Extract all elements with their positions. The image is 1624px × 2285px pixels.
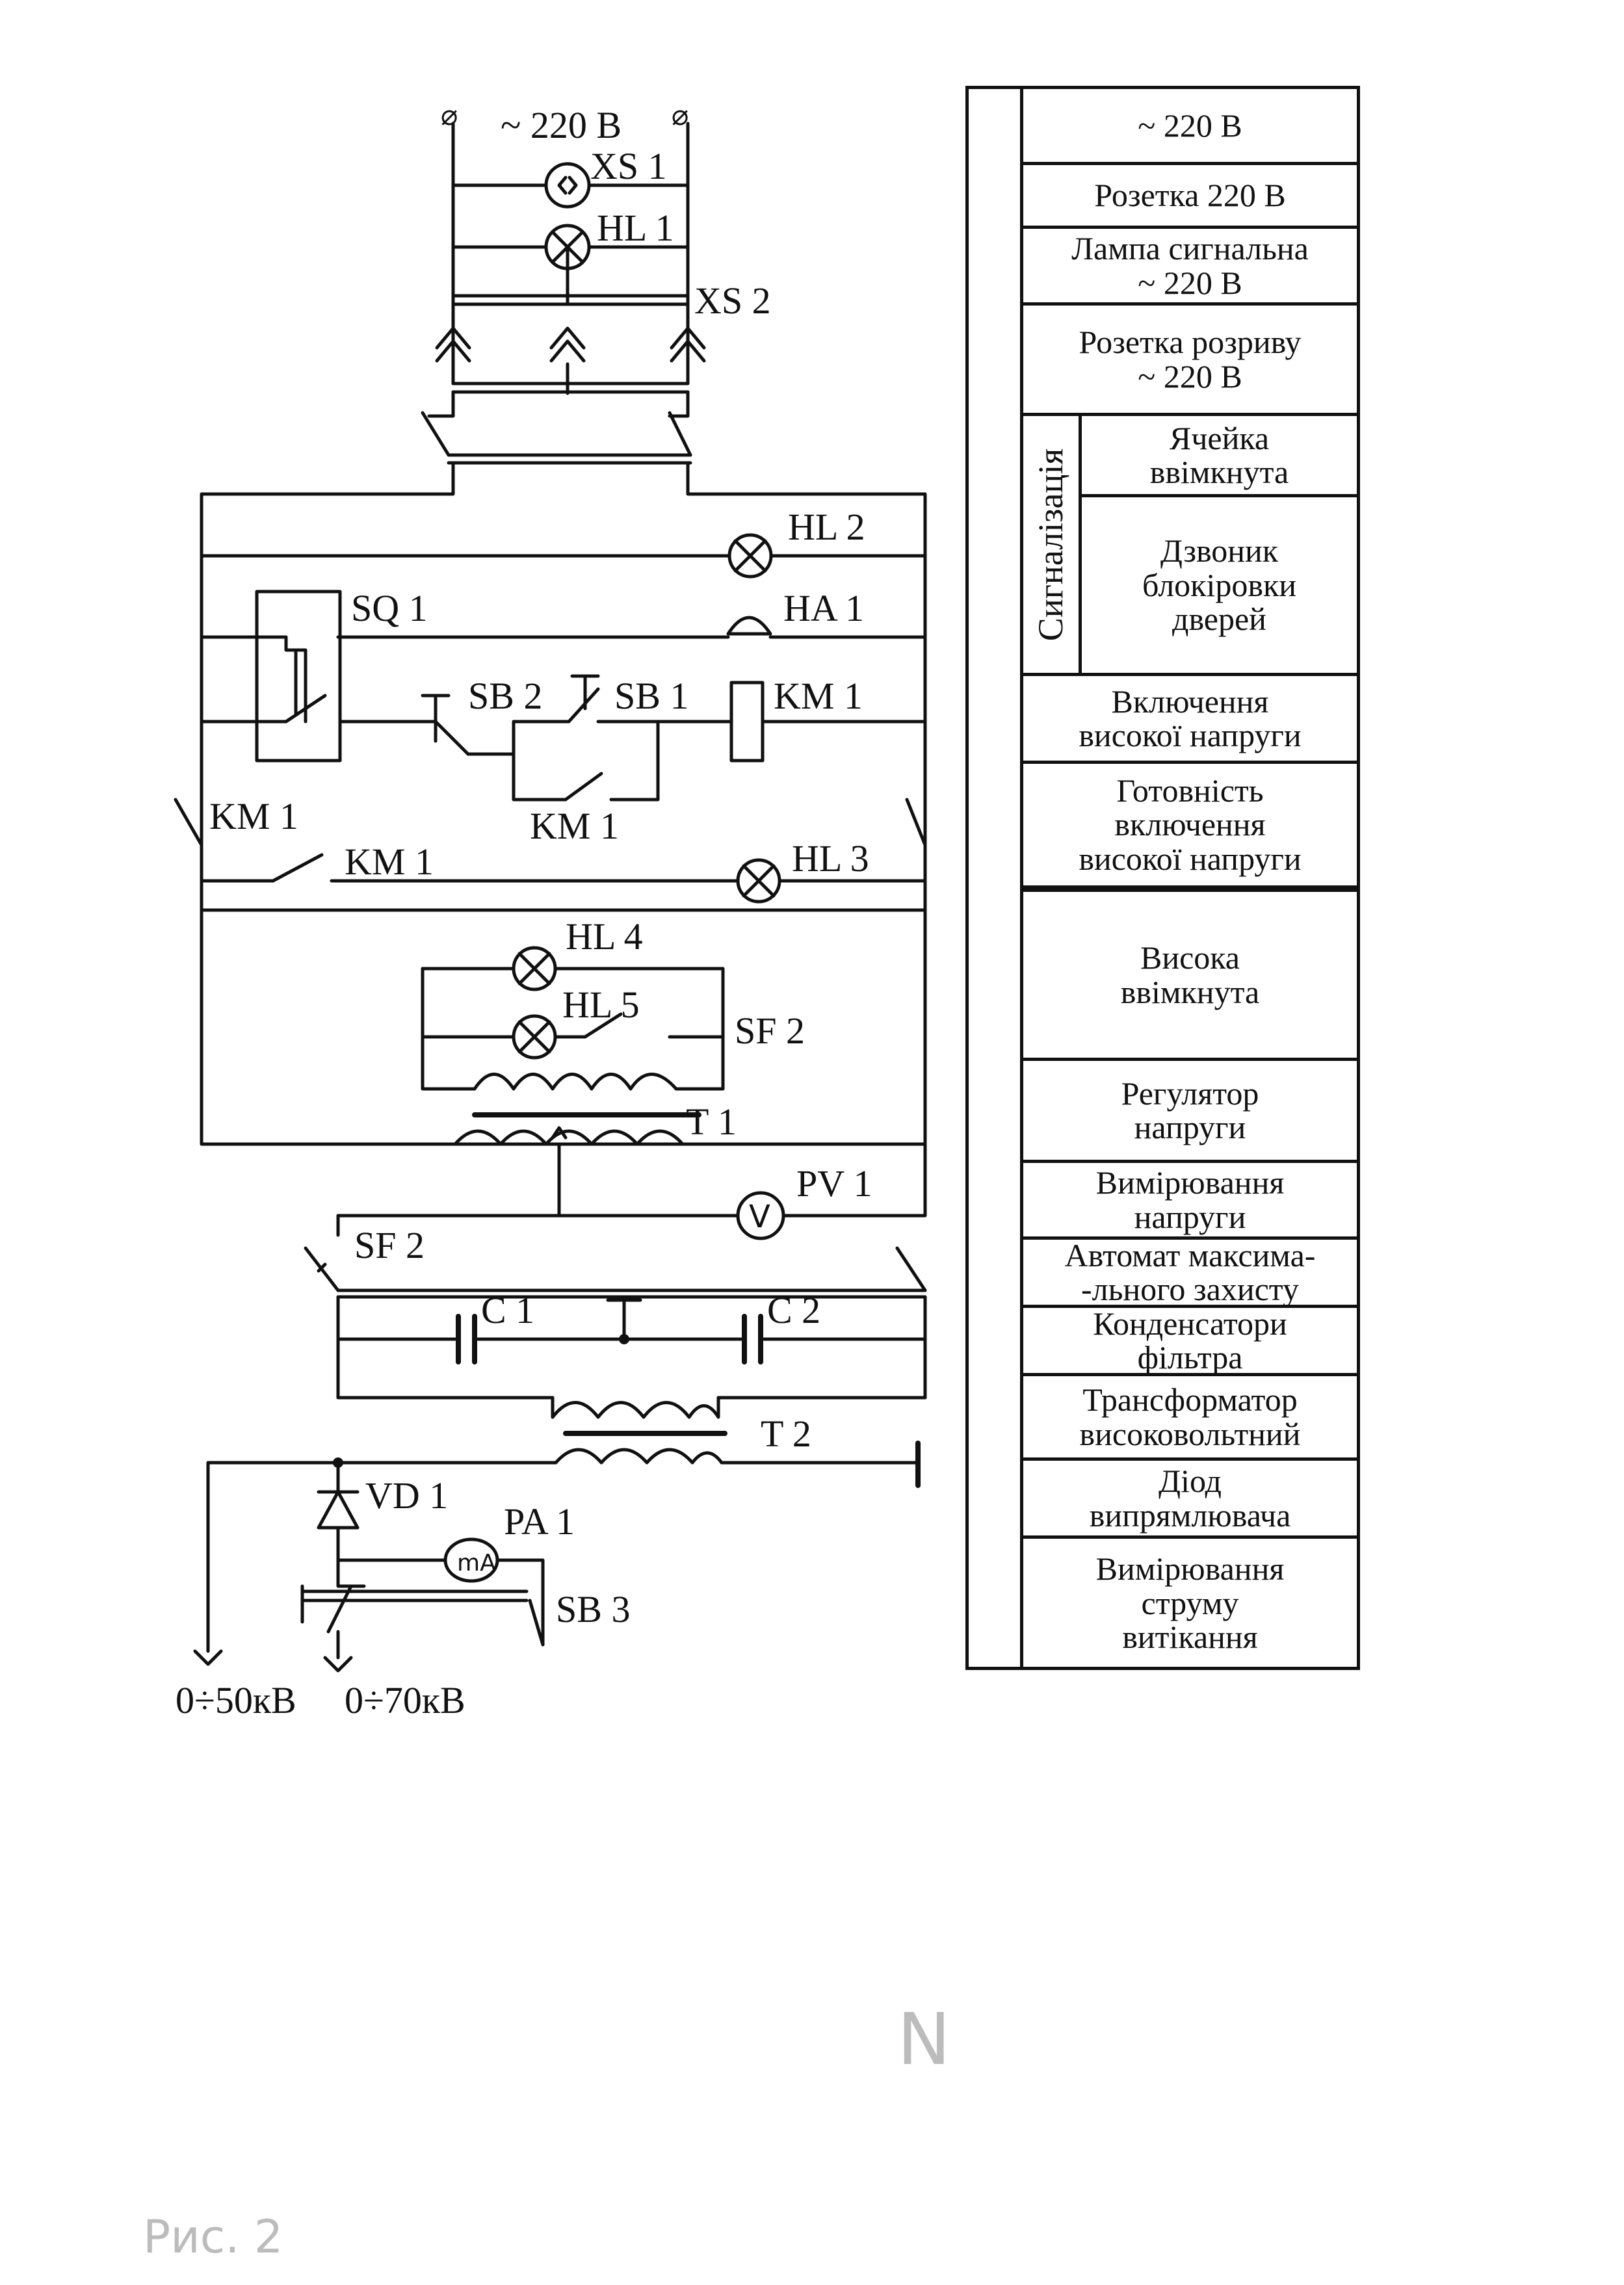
km1-mid-label: KM 1 (345, 841, 434, 883)
legend-row-hv-active: Висока ввімкнута (1023, 889, 1357, 1061)
legend-row-door-bell: Дзвоник блокіровки дверей (1082, 497, 1357, 676)
legend-group-label: Сигналізація (1031, 448, 1071, 641)
c1-label: C 1 (481, 1289, 534, 1331)
c2-label: C 2 (767, 1289, 820, 1331)
pv1-label: PV 1 (796, 1162, 872, 1205)
legend-row-text: Дзвоник блокіровки дверей (1142, 532, 1296, 638)
pencil-note-figure: Рис. 2 (143, 2210, 283, 2264)
supply-rails: ⌀ ⌀ (441, 99, 690, 366)
legend-row-hv-ready: Готовність включення високої напруги (1023, 764, 1357, 889)
legend-row-hv-on: Включення високої напруги (1023, 676, 1357, 764)
sb3-label: SB 3 (556, 1588, 630, 1630)
hl2-label: HL 2 (788, 506, 865, 548)
legend-row-text: Конденсатори фільтра (1093, 1305, 1287, 1376)
legend-row-rectifier-diode: Діод випрямлювача (1023, 1461, 1357, 1539)
socket-xs2 (435, 245, 706, 395)
terminal-left-symbol: ⌀ (441, 99, 458, 132)
hl4-label: HL 4 (566, 915, 643, 958)
legend-row-text: Автомат максима- -льного захисту (1064, 1236, 1316, 1307)
legend-row-socket: Розетка 220 В (1023, 165, 1357, 229)
vd1-label: VD 1 (365, 1474, 448, 1517)
cell-main-switch (200, 390, 927, 1146)
legend-row-text: Діод випрямлювача (1089, 1463, 1291, 1534)
legend-row-capacitors: Конденсатори фільтра (1023, 1305, 1357, 1376)
t1-label: T 1 (686, 1101, 737, 1143)
legend-row-break-socket: Розетка розриву ~ 220 В (1023, 306, 1357, 416)
legend-row-leakage-current: Вимірювання струму витікання (1023, 1539, 1357, 1667)
pa1-label: PA 1 (504, 1500, 575, 1543)
legend-row-voltage-regulator: Регулятор напруги (1023, 1061, 1357, 1163)
control-line (200, 674, 927, 802)
legend-row-text: Регулятор напруги (1121, 1075, 1259, 1145)
t2-label: T 2 (761, 1413, 811, 1455)
sq1-label: SQ 1 (351, 587, 428, 629)
output-70kv-label: 0÷70кВ (345, 1679, 465, 1721)
terminal-right-symbol: ⌀ (672, 99, 689, 132)
sb2-label: SB 2 (468, 675, 542, 717)
legend-row-text: Розетка розриву ~ 220 В (1079, 324, 1302, 395)
legend-row-text: Лампа сигнальна ~ 220 В (1071, 230, 1309, 301)
transformer-t2 (551, 1396, 921, 1488)
hl5-label: HL 5 (562, 984, 640, 1026)
legend-row-text: Розетка 220 В (1094, 177, 1286, 214)
socket-xs1 (451, 162, 690, 209)
km1-hold-label: KM 1 (530, 805, 619, 847)
legend-row-signal-lamp: Лампа сигнальна ~ 220 В (1023, 229, 1357, 306)
km1-contacts (174, 798, 927, 912)
pencil-note-n: N (897, 1998, 950, 2081)
legend-row-text: Вимірювання струму витікання (1095, 1550, 1285, 1656)
pv1-symbol: V (749, 1199, 770, 1235)
output-section (193, 1457, 558, 1673)
legend-table: ~ 220 В Розетка 220 В Лампа сигнальна ~ … (965, 86, 1360, 1670)
legend-group-signalling: Сигналізація (1023, 416, 1082, 676)
voltmeter-pv1 (336, 1142, 927, 1240)
legend-row-text: Включення високої напруги (1079, 683, 1302, 753)
lamp-hl2 (200, 533, 927, 579)
legend-row-text: ~ 220 В (1138, 107, 1242, 144)
legend-row-text: Вимірювання напруги (1095, 1164, 1285, 1235)
km1-left-label: KM 1 (209, 795, 298, 837)
km1-coil-label: KM 1 (774, 675, 863, 717)
legend-spine (969, 89, 1023, 1667)
sb1-label: SB 1 (614, 675, 688, 717)
pa1-symbol: mA (457, 1550, 496, 1576)
legend-row-voltage-measure: Вимірювання напруги (1023, 1163, 1357, 1240)
legend-row-hv-transformer: Трансформатор високовольтний (1023, 1376, 1357, 1461)
sf2-small-label: SF 2 (735, 1010, 805, 1052)
door-switch-sq1 (255, 590, 342, 763)
supply-voltage-label: ~ 220 В (501, 104, 622, 146)
hl3-label: HL 3 (792, 837, 869, 880)
hl1-label: HL 1 (597, 207, 674, 249)
output-50kv-label: 0÷50кВ (176, 1679, 296, 1721)
bell-ha1 (200, 616, 927, 639)
legend-row-text: Висока ввімкнута (1120, 939, 1260, 1010)
legend-row-text: Ячейка ввімкнута (1149, 419, 1289, 490)
legend-row-breaker: Автомат максима- -льного захисту (1023, 1236, 1357, 1308)
legend-row-cell-on: Ячейка ввімкнута (1082, 416, 1357, 497)
legend-row-text: Трансформатор високовольтний (1079, 1381, 1301, 1452)
legend-row-supply: ~ 220 В (1023, 89, 1357, 165)
legend-row-text: Готовність включення високої напруги (1079, 772, 1302, 877)
ha1-label: HA 1 (783, 587, 864, 629)
xs1-label: XS 1 (590, 145, 667, 187)
sf2-main-label: SF 2 (354, 1224, 425, 1266)
xs2-label: XS 2 (694, 280, 771, 322)
t1-indicator-circuit (421, 946, 725, 1218)
filter-section (304, 1246, 927, 1400)
